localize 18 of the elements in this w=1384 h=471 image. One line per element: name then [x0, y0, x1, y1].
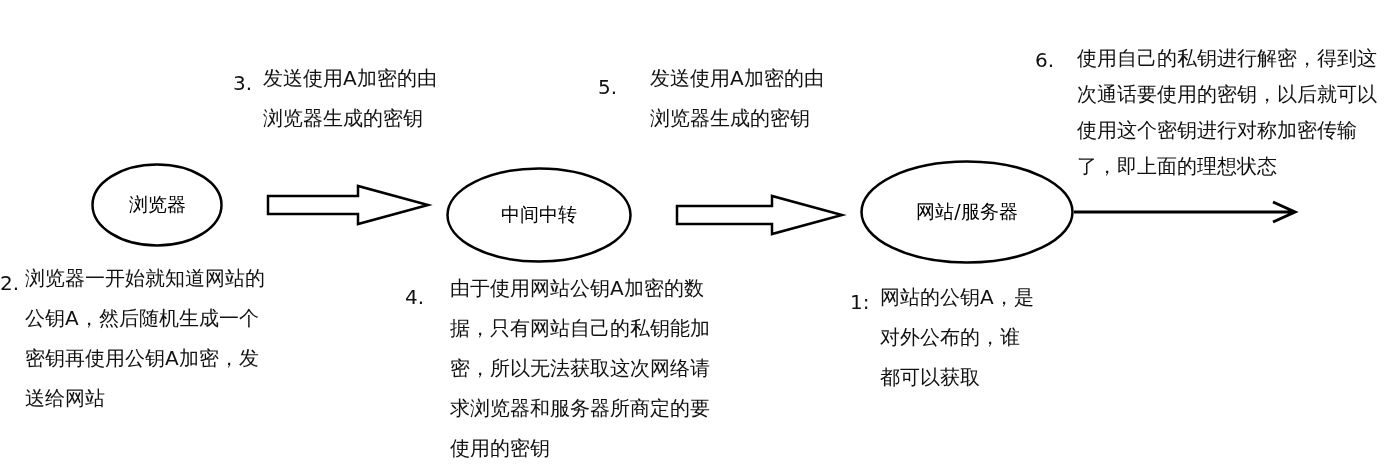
step-number: 5. [598, 74, 619, 101]
step-note: 网站的公钥A，是对外公布的，谁都可以获取 [880, 284, 1035, 391]
step-number: 2. [0, 270, 21, 297]
step-note: 使用自己的私钥进行解密，得到这次通话要使用的密钥，以后就可以使用这个密钥进行对称加密传输了，即上面的理想状态 [1077, 45, 1377, 180]
block-arrow [266, 184, 433, 226]
step-number: 4. [405, 284, 426, 311]
step-number: 6. [1035, 47, 1056, 74]
block-arrow [675, 194, 847, 236]
step-note: 由于使用网站公钥A加密的数据，只有网站自己的私钥能加密，所以无法获取这次网络请求浏览器和服务器所商定的要使用的密钥 [450, 275, 711, 462]
step-note: 发送使用A加密的由浏览器生成的密钥 [650, 65, 825, 132]
step-number: 3. [233, 70, 254, 97]
ellipse-node: 中间中转 [446, 167, 632, 263]
ellipse-node: 浏览器 [91, 163, 223, 247]
step-number: 1: [850, 289, 871, 316]
step-note: 浏览器一开始就知道网站的公钥A，然后随机生成一个密钥再使用公钥A加密，发送给网站 [25, 265, 266, 412]
step-note: 发送使用A加密的由浏览器生成的密钥 [263, 65, 438, 132]
arrow [1072, 200, 1299, 224]
ellipse-node: 网站/服务器 [860, 160, 1074, 264]
